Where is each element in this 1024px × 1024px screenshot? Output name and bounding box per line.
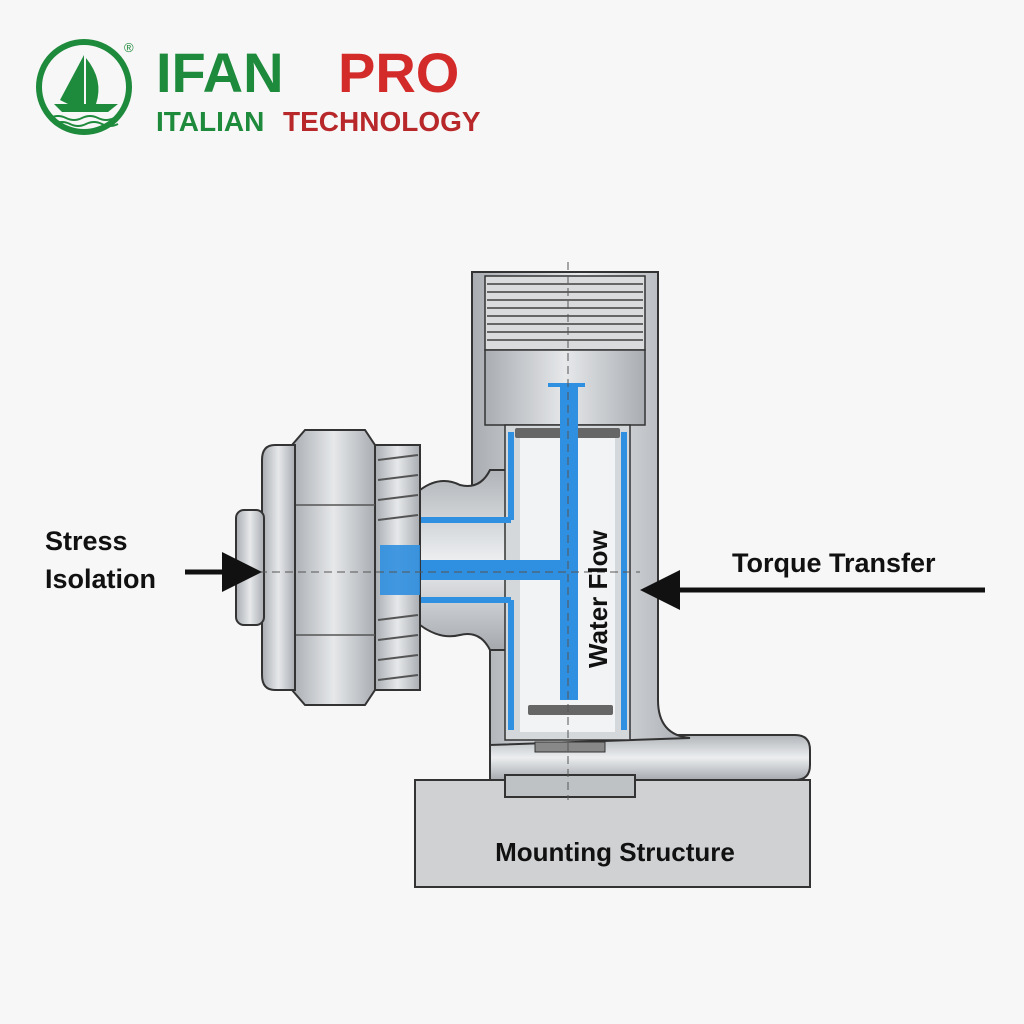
fitting-body xyxy=(419,271,691,753)
tagline-technology: TECHNOLOGY xyxy=(283,106,481,137)
centerlines xyxy=(220,262,640,800)
brand-name-ifan: IFAN xyxy=(156,41,284,104)
brand-name-pro: PRO xyxy=(338,41,459,104)
logo: ® IFAN PRO ITALIAN TECHNOLOGY xyxy=(36,39,481,137)
top-thread xyxy=(484,275,646,351)
compression-nut xyxy=(235,429,421,706)
mounting-label: Mounting Structure xyxy=(495,837,735,867)
sailboat-emblem-icon xyxy=(36,39,132,135)
torque-label: Torque Transfer xyxy=(732,548,936,578)
tagline-italian: ITALIAN xyxy=(156,106,264,137)
registered-mark: ® xyxy=(124,40,134,55)
stress-label-line2: Isolation xyxy=(45,564,156,594)
stress-label-line1: Stress xyxy=(45,526,128,556)
water-flow-label: Water Flow xyxy=(583,530,613,668)
hex-nut xyxy=(291,429,376,706)
